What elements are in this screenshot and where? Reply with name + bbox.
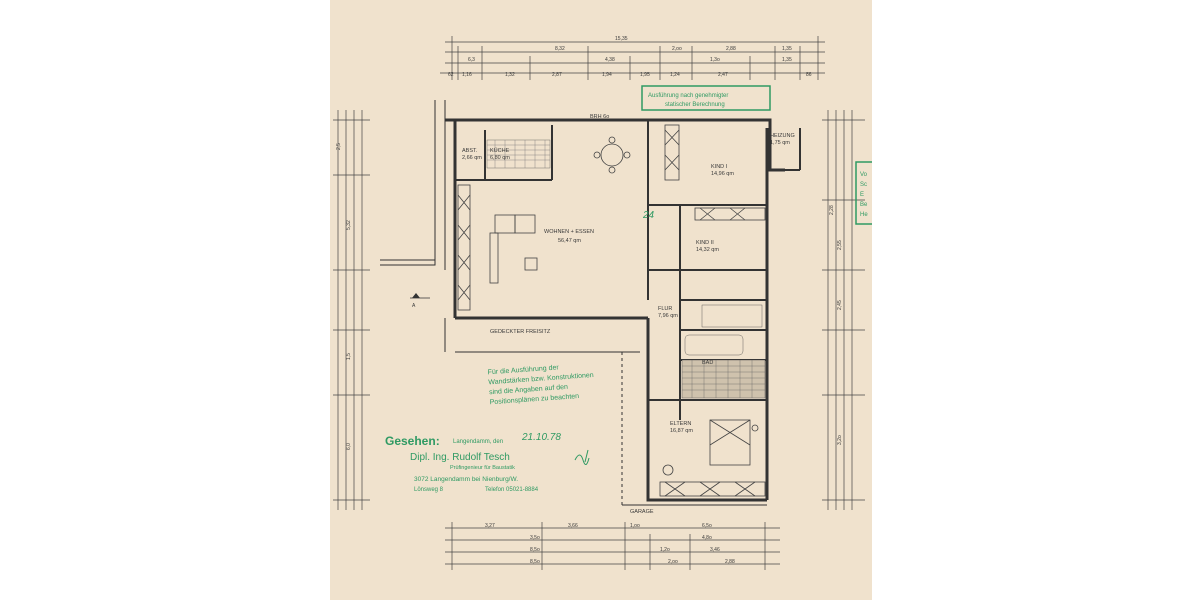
room-kind1: KIND I [711,164,728,170]
floor-plan-scan: 15,35 8,32 2,oo 2,88 1,35 6,3 4,38 1,3o … [330,0,872,600]
dim-right-a: 2,28 [829,205,835,215]
room-kueche: KÜCHE [490,147,510,154]
stamp-top-line2: statischer Berechnung [665,102,725,108]
bath-tiles [681,304,766,399]
stamp-statics-approval: Ausführung nach genehmigter statischer B… [641,85,771,111]
approval-street: Lönsweg 8 [414,487,444,493]
dim-bottom-4c: 2,88 [725,559,735,565]
stamp-top-line1: Ausführung nach genehmigter [648,93,728,99]
label-brh: BRH 6o [590,114,609,120]
dim-top-total: 15,35 [615,36,628,42]
room-wohnen: WOHNEN + ESSEN [544,229,594,235]
dim-top-1c: 2,88 [726,46,736,52]
dim-left-a: 2,5 [336,143,342,150]
dim-top-3i: 86 [806,72,812,78]
approval-name: Dipl. Ing. Rudolf Tesch [410,452,510,463]
stamp-right-partial: Vo Sc E Be He [855,161,872,225]
right-stamp-1: Vo [860,172,868,178]
right-stamp-5: He [860,212,868,218]
dim-bottom-1a: 3,27 [485,523,495,529]
room-eltern: ELTERN [670,421,691,427]
wardrobes [457,124,766,497]
dim-top-2d: 1,35 [782,57,792,63]
section-label-a: A [412,303,416,309]
top-dimension-lines [440,36,825,80]
room-wohnen-area: 56,47 qm [558,238,581,244]
dim-bottom-1c: 1,oo [630,523,640,529]
dim-top-3d: 2,87 [552,72,562,78]
dim-top-2c: 1,3o [710,57,720,63]
bottom-dimension-lines [445,522,780,570]
room-freisitz: GEDECKTER FREISITZ [490,329,551,335]
room-garage: GARAGE [630,509,654,515]
approval-role: Prüfingenieur für Baustatik [450,465,515,471]
dim-top-3e: 1,94 [602,72,612,78]
room-kind2-area: 14,32 qm [696,247,719,253]
dim-top-1b: 2,oo [672,46,682,52]
dim-top-2a: 6,3 [468,57,475,63]
room-kueche-area: 6,80 qm [490,155,510,161]
dim-bottom-2b: 4,8o [702,535,712,541]
handwritten-mark: 24 [642,210,655,221]
approval-seen: Gesehen: [385,434,440,448]
dim-right-c: 2,45 [837,300,843,310]
kitchen-tiles [486,139,551,169]
dim-right-b: 2,55 [837,240,843,250]
room-bad: BAD [702,360,713,366]
dim-top-1d: 1,35 [782,46,792,52]
dim-left-d: 6,0 [346,443,352,450]
dim-top-1a: 8,32 [555,46,565,52]
dim-bottom-4b: 2,oo [668,559,678,565]
dim-bottom-1b: 3,66 [568,523,578,529]
stamp-note: Für die Ausführung der Wandstärken bzw. … [487,364,594,406]
approval-date: 21.10.78 [521,432,561,443]
outer-overhang [380,100,767,506]
room-flur: FLUR [658,306,672,312]
room-kind2: KIND II [696,240,714,246]
dim-top-3a: 62 [448,72,454,78]
right-stamp-2: Sc [860,182,867,188]
floor-plan-drawing: 15,35 8,32 2,oo 2,88 1,35 6,3 4,38 1,3o … [333,36,872,570]
note-line1: Für die Ausführung der [487,364,559,376]
room-flur-area: 7,96 qm [658,313,678,319]
stamp-pruefingenieur: Gesehen: Langendamm, den 21.10.78 Dipl. … [385,432,590,493]
right-stamp-3: E [860,192,864,198]
left-dimension-lines [333,110,370,510]
dim-right-d: 3,2o [837,435,843,445]
dim-top-3f: 1,95 [640,72,650,78]
furniture [489,136,759,476]
approval-signature [574,449,590,465]
approval-address: 3072 Langendamm bei Nienburg/W. [414,476,518,483]
right-stamp-4: Be [860,202,868,208]
room-abst: ABST. [462,148,478,154]
approval-phone: Telefon 05021-8884 [485,487,539,493]
room-abst-area: 2,66 qm [462,155,482,161]
dim-left-b: 5,32 [346,220,352,230]
dim-top-3h: 2,47 [718,72,728,78]
dim-bottom-2a: 3,5o [530,535,540,541]
dim-bottom-4a: 8,5o [530,559,540,565]
room-heizung: HEIZUNG [770,133,795,139]
dim-top-2b: 4,38 [605,57,615,63]
dim-top-3g: 1,24 [670,72,680,78]
dim-top-3c: 1,32 [505,72,515,78]
dim-bottom-3c: 3,46 [710,547,720,553]
dim-bottom-3b: 1,2o [660,547,670,553]
right-dimension-lines [822,110,865,510]
dim-left-c: 1,5 [346,353,352,360]
dim-bottom-1d: 6,5o [702,523,712,529]
room-kind1-area: 14,96 qm [711,171,734,177]
dim-bottom-3a: 8,5o [530,547,540,553]
dim-top-3b: 1,16 [462,72,472,78]
room-heizung-area: 1,75 qm [770,140,790,146]
section-marker-a: A [410,293,430,309]
approval-place-date: Langendamm, den [453,439,503,445]
room-eltern-area: 16,87 qm [670,428,693,434]
